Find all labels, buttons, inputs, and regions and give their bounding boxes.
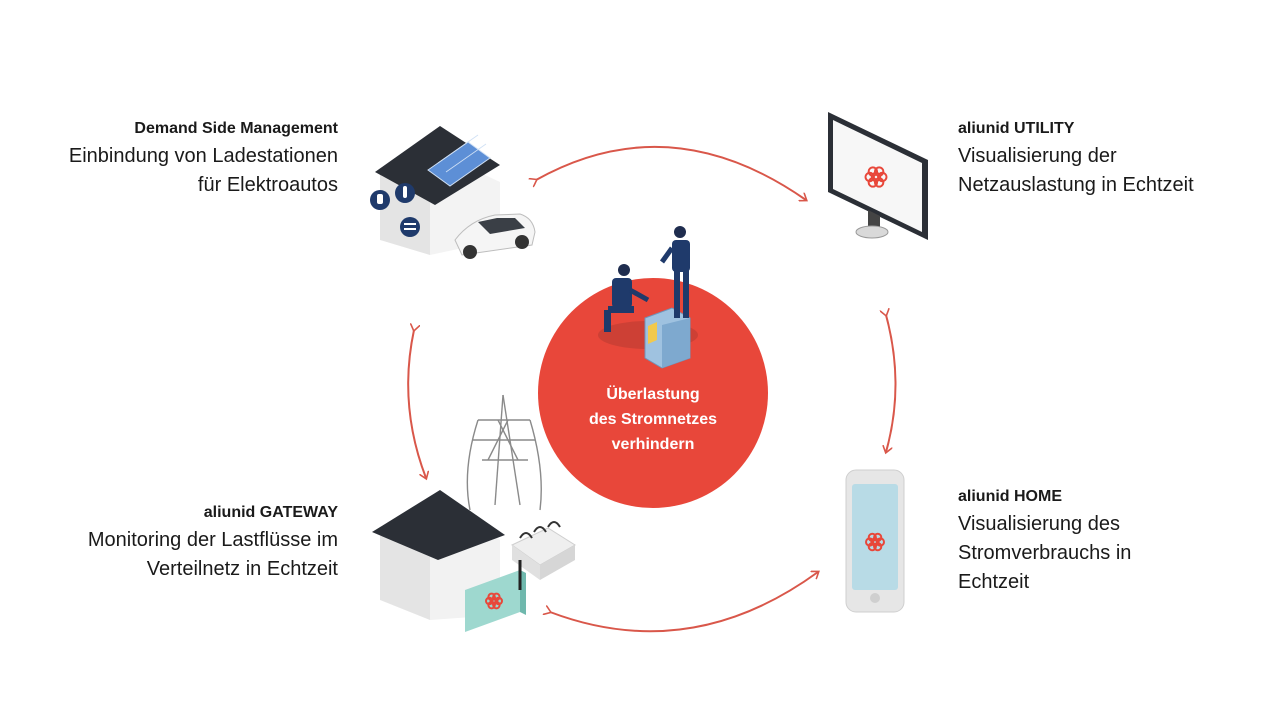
block-title: aliunid UTILITY: [958, 120, 1075, 137]
technicians-illustration: [598, 226, 698, 369]
center-line-3: verhindern: [611, 436, 695, 453]
block-line: Verteilnetz in Echtzeit: [146, 558, 338, 580]
block-line: für Elektroautos: [197, 174, 338, 196]
center-label: Überlastung des Stromnetzes verhindern: [538, 382, 768, 457]
phone-logo-icon: [865, 532, 886, 552]
block-line: Monitoring der Lastflüsse im: [87, 529, 338, 551]
block-title: Demand Side Management: [134, 120, 338, 137]
meter-boxes-illustration: [511, 521, 576, 580]
demand-side-management-block: Demand Side Management Einbindung von La…: [69, 116, 338, 200]
block-line: Netzauslastung in Echtzeit: [958, 174, 1194, 196]
monitor-logo-icon: [864, 166, 888, 188]
block-line: Echtzeit: [958, 571, 1030, 593]
center-line-2: des Stromnetzes: [588, 411, 718, 428]
arrow-bottom: [550, 572, 818, 633]
block-line: Stromverbrauchs in: [958, 542, 1132, 564]
block-line: Visualisierung der: [958, 145, 1117, 167]
heater-icon: [400, 217, 420, 237]
aliunid-utility-block: aliunid UTILITY Visualisierung der Netza…: [958, 116, 1194, 200]
aliunid-gateway-block: aliunid GATEWAY Monitoring der Lastflüss…: [88, 500, 338, 584]
smart-house-illustration: [370, 126, 536, 259]
block-line: Visualisierung des: [958, 513, 1120, 535]
arrow-top: [536, 145, 806, 200]
block-title: aliunid GATEWAY: [203, 504, 338, 521]
block-title: aliunid HOME: [958, 488, 1062, 505]
gateway-logo-icon: [485, 592, 503, 610]
arrow-left: [407, 330, 426, 478]
aliunid-home-block: aliunid HOME Visualisierung des Stromver…: [958, 484, 1131, 597]
block-line: Einbindung von Ladestationen: [68, 145, 338, 167]
arrow-right: [886, 315, 897, 452]
power-pylon-illustration: [466, 394, 542, 511]
center-line-1: Überlastung: [606, 386, 700, 403]
